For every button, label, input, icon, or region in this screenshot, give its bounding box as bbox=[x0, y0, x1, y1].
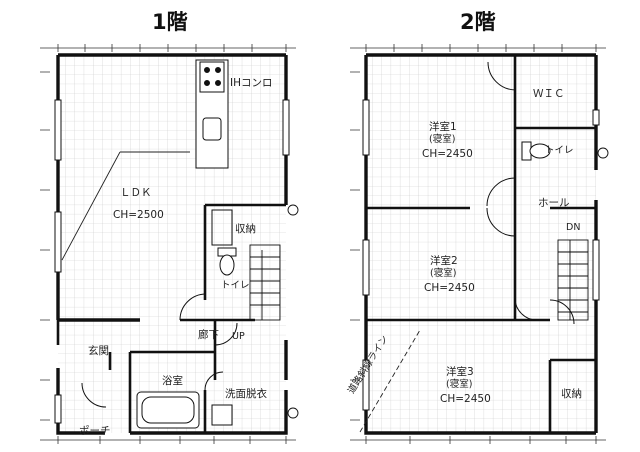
toilet-1f-label: トイレ bbox=[221, 280, 250, 291]
ih-cooktop-label: IHコンロ bbox=[230, 77, 273, 89]
room2-use: (寝室) bbox=[430, 268, 457, 279]
washroom-label: 洗面脱衣 bbox=[225, 388, 267, 400]
floor1-title: 1階 bbox=[152, 10, 188, 34]
room2-name: 洋室2 bbox=[430, 255, 458, 267]
floor1-plan bbox=[40, 44, 299, 444]
storage-1f-label: 収納 bbox=[235, 223, 256, 235]
porch-label: ポーチ bbox=[79, 425, 111, 437]
hall-1f-label: 廊下 bbox=[198, 329, 219, 341]
room3-name: 洋室3 bbox=[446, 366, 474, 378]
floor2-title: 2階 bbox=[460, 10, 496, 34]
room1-name: 洋室1 bbox=[429, 121, 457, 133]
room1-use: (寝室) bbox=[429, 134, 456, 145]
ldk-room-name: ＬＤＫ bbox=[120, 187, 152, 199]
room3-use: (寝室) bbox=[446, 379, 473, 390]
floor2-plan bbox=[350, 44, 609, 444]
storage-2f-label: 収納 bbox=[561, 388, 582, 400]
bath-label: 浴室 bbox=[162, 375, 183, 387]
room3-ceiling-height: CH=2450 bbox=[440, 393, 491, 405]
room2-ceiling-height: CH=2450 bbox=[424, 282, 475, 294]
entrance-label: 玄関 bbox=[88, 345, 109, 357]
ldk-ceiling-height: CH=2500 bbox=[113, 209, 164, 221]
wic-label: ＷＩＣ bbox=[533, 88, 565, 100]
dn-arrow-label: DN bbox=[566, 222, 581, 233]
toilet-2f-label: トイレ bbox=[545, 145, 574, 156]
hall-2f-label: ホール bbox=[538, 197, 570, 209]
up-arrow-label: UP bbox=[232, 331, 245, 342]
room1-ceiling-height: CH=2450 bbox=[422, 148, 473, 160]
